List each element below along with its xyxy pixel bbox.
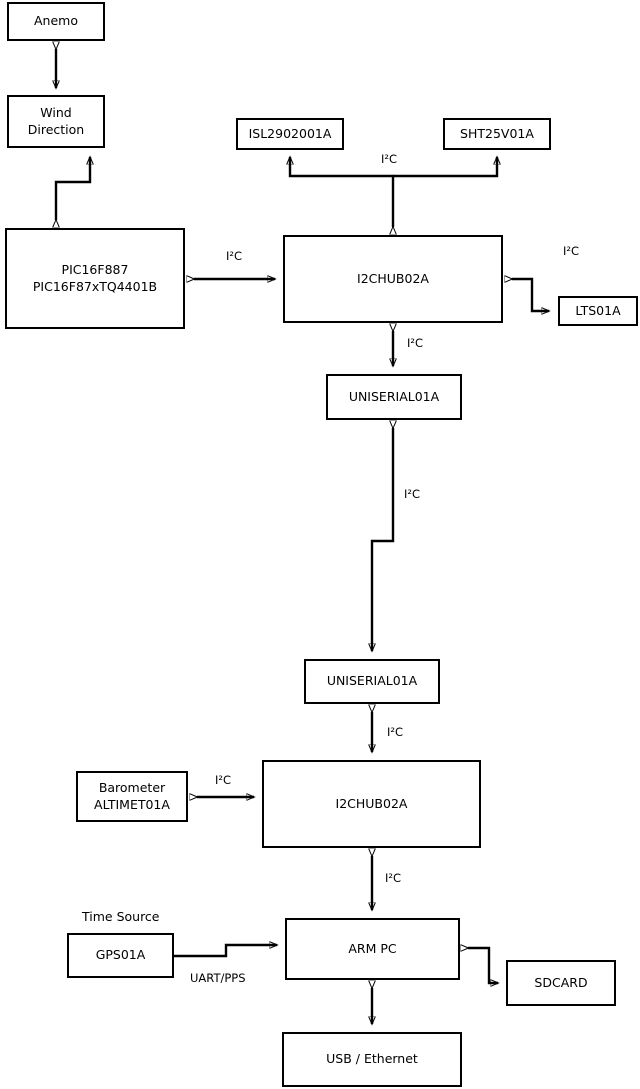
node-uniserial01a-lower[interactable]: UNISERIAL01A: [304, 659, 440, 704]
edge-label-i2c-hub-armpc: I²C: [385, 871, 402, 885]
edge-hub-lts: [512, 279, 549, 311]
edge-label-i2c-sensor-bus: I²C: [381, 152, 398, 166]
edge-hub-sensorbus: [290, 157, 393, 227]
node-usb-ethernet[interactable]: USB / Ethernet: [282, 1032, 462, 1087]
node-gps01a[interactable]: GPS01A: [67, 933, 174, 978]
node-sdcard[interactable]: SDCARD: [506, 960, 616, 1006]
edge-wind-pic: [56, 157, 90, 220]
node-i2chub02a-bottom[interactable]: I2CHUB02A: [262, 760, 481, 848]
edge-label-i2c-uniserial-hub: I²C: [387, 725, 404, 739]
node-isl2902001a[interactable]: ISL2902001A: [236, 118, 344, 150]
edge-armpc-sdcard: [468, 948, 498, 983]
node-barometer-altimet01a[interactable]: Barometer ALTIMET01A: [76, 771, 188, 822]
node-lts01a[interactable]: LTS01A: [558, 296, 638, 326]
edge-sensorbus-sht: [393, 157, 497, 178]
node-arm-pc[interactable]: ARM PC: [285, 918, 460, 980]
node-anemo[interactable]: Anemo: [7, 2, 105, 41]
node-uniserial01a-upper[interactable]: UNISERIAL01A: [326, 374, 462, 420]
edge-label-uart-pps: UART/PPS: [190, 971, 246, 985]
node-i2chub02a-top[interactable]: I2CHUB02A: [283, 235, 503, 323]
node-wind-direction[interactable]: Wind Direction: [7, 95, 105, 148]
edge-label-i2c-pic-hub: I²C: [226, 249, 243, 263]
edge-uniserial1-uniserial2: [372, 428, 393, 651]
node-pic-microcontroller[interactable]: PIC16F887 PIC16F87xTQ4401B: [5, 228, 185, 329]
label-time-source: Time Source: [82, 909, 160, 924]
node-sht25v01a[interactable]: SHT25V01A: [443, 118, 551, 150]
edge-label-i2c-lts: I²C: [563, 244, 580, 258]
edge-gps-armpc: [174, 945, 277, 958]
edge-label-i2c-hub-uniserial: I²C: [407, 336, 424, 350]
edge-label-i2c-barometer: I²C: [215, 773, 232, 787]
edge-label-i2c-uniserial-link: I²C: [404, 487, 421, 501]
